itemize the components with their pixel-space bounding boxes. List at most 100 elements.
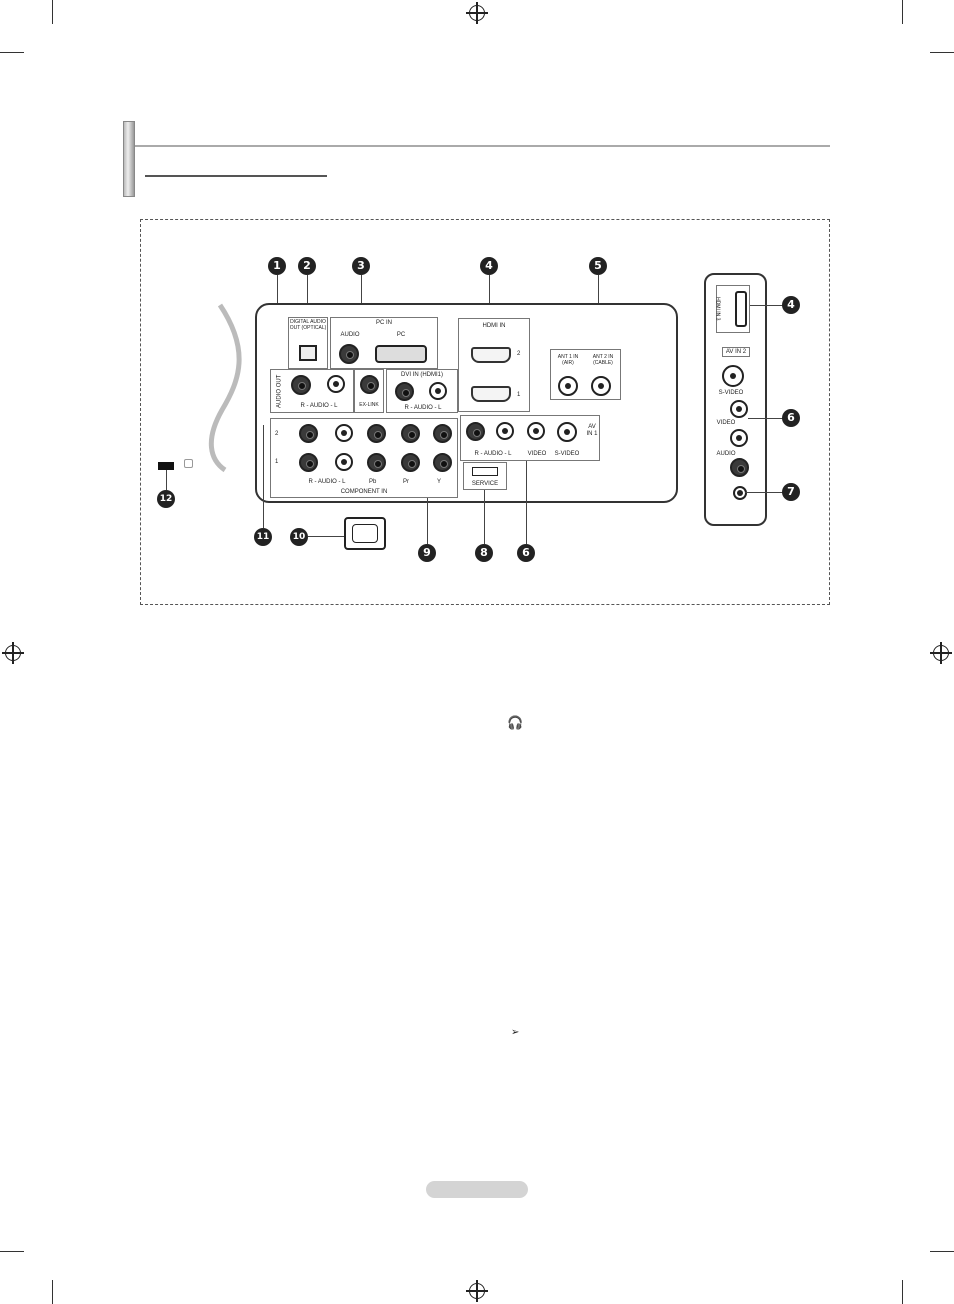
pc-label: PC <box>396 332 406 338</box>
hdmi3-box: HDMI IN 3 <box>714 285 750 333</box>
crop-mark <box>902 0 903 24</box>
y-label: Y <box>437 479 442 485</box>
headphone-jack[interactable] <box>733 486 747 500</box>
av-in-2-label-box: AV IN 2 <box>722 347 750 357</box>
digital-audio-out-label: DIGITAL AUDIO OUT (OPTICAL) <box>289 319 327 331</box>
av1-r-jack[interactable] <box>466 422 485 441</box>
dvi-in-label: DVI IN (HDMI1) <box>401 372 443 378</box>
av1-svideo-jack[interactable] <box>557 422 577 442</box>
callout-4: 4 <box>480 257 498 275</box>
callout-7-side: 7 <box>782 483 800 501</box>
ex-link-jack[interactable] <box>360 375 379 394</box>
service-port[interactable] <box>472 467 498 476</box>
antenna-box: ANT 1 IN (AIR) ANT 2 IN (CABLE) <box>550 349 621 400</box>
hdmi-2-port[interactable] <box>471 347 511 363</box>
leader-line <box>750 305 783 306</box>
ant1-jack[interactable] <box>558 376 578 396</box>
comp1-y-jack[interactable] <box>433 453 452 472</box>
crop-mark <box>0 52 24 53</box>
vga-port[interactable] <box>375 345 427 363</box>
side-audio-l-jack[interactable] <box>730 429 748 447</box>
side-video-label: VIDEO <box>716 420 736 426</box>
dvi-r-jack[interactable] <box>395 382 414 401</box>
registration-mark-icon <box>2 642 24 664</box>
leader-line <box>489 275 490 318</box>
service-box: SERVICE <box>463 462 507 490</box>
side-panel: HDMI IN 3 AV IN 2 S-VIDEO VIDEO AUDIO <box>704 273 767 526</box>
side-svideo-label: S-VIDEO <box>718 390 744 396</box>
comp1-pr-jack[interactable] <box>401 453 420 472</box>
audio-out-l-jack[interactable] <box>327 375 345 393</box>
leader-line <box>263 425 264 528</box>
hdmi-2-label: 2 <box>517 351 521 357</box>
component-rl-label: R - AUDIO - L <box>308 479 346 485</box>
leader-line <box>307 275 308 317</box>
crop-mark <box>902 1280 903 1304</box>
cable-curve <box>208 303 242 473</box>
comp1-r-jack[interactable] <box>299 453 318 472</box>
comp2-l-jack[interactable] <box>335 424 353 442</box>
crop-mark <box>0 1251 24 1252</box>
hdmi-3-port[interactable] <box>735 291 747 327</box>
optical-port[interactable] <box>299 345 317 361</box>
callout-3: 3 <box>352 257 370 275</box>
callout-10: 10 <box>290 528 308 546</box>
audio-out-r-jack[interactable] <box>291 375 311 395</box>
power-socket[interactable] <box>344 517 386 550</box>
side-video-jack[interactable] <box>730 400 748 418</box>
hdmi-in-label: HDMI IN <box>482 323 506 329</box>
headphone-icon: 🎧 <box>507 716 524 731</box>
av1-l-jack[interactable] <box>496 422 514 440</box>
kensington-slot <box>158 462 174 470</box>
callout-4-side: 4 <box>782 296 800 314</box>
component-in-label: COMPONENT IN <box>340 489 388 495</box>
pb-label: Pb <box>369 479 377 485</box>
page-number-pill <box>426 1181 528 1198</box>
hdmi-in-3-label: HDMI IN 3 <box>714 297 721 321</box>
leader-line <box>361 275 362 305</box>
audio-out-rl-label: R - AUDIO - L <box>300 403 338 409</box>
service-label: SERVICE <box>471 481 499 487</box>
pc-audio-jack[interactable] <box>339 344 359 364</box>
ant1-label: ANT 1 IN (AIR) <box>557 354 579 366</box>
av1-video-label: VIDEO <box>527 451 547 457</box>
side-audio-r-jack[interactable] <box>730 458 749 477</box>
registration-mark-icon <box>466 2 488 24</box>
av1-video-jack[interactable] <box>527 422 545 440</box>
comp2-pr-jack[interactable] <box>401 424 420 443</box>
side-audio-label: AUDIO <box>716 451 736 457</box>
dvi-l-jack[interactable] <box>429 382 447 400</box>
ant2-label: ANT 2 IN (CABLE) <box>592 354 614 366</box>
comp1-l-jack[interactable] <box>335 453 353 471</box>
comp2-r-jack[interactable] <box>299 424 318 443</box>
component-row2-label: 2 <box>275 431 279 437</box>
side-svideo-jack[interactable] <box>722 365 744 387</box>
av1-svideo-label: S-VIDEO <box>554 451 580 457</box>
callout-5: 5 <box>589 257 607 275</box>
leader-line <box>166 470 167 490</box>
dvi-rl-label: R - AUDIO - L <box>404 405 442 411</box>
section-title-rule <box>135 145 830 147</box>
crop-mark <box>52 0 53 24</box>
dvi-in-box: DVI IN (HDMI1) R - AUDIO - L <box>386 369 458 413</box>
av-in-2-label: AV IN 2 <box>725 349 747 355</box>
ant2-jack[interactable] <box>591 376 611 396</box>
component-row1-label: 1 <box>275 459 279 465</box>
crop-mark <box>930 1251 954 1252</box>
comp2-pb-jack[interactable] <box>367 424 386 443</box>
ex-link-box: EX-LINK <box>354 369 384 413</box>
callout-8: 8 <box>475 544 493 562</box>
hdmi-in-box: HDMI IN 2 1 <box>458 318 530 412</box>
comp1-pb-jack[interactable] <box>367 453 386 472</box>
comp2-y-jack[interactable] <box>433 424 452 443</box>
callout-11: 11 <box>254 528 272 546</box>
lock-icon <box>184 459 193 468</box>
callout-6: 6 <box>517 544 535 562</box>
registration-mark-icon <box>466 1280 488 1302</box>
hdmi-1-port[interactable] <box>471 386 511 402</box>
callout-2: 2 <box>298 257 316 275</box>
audio-out-label: AUDIO OUT <box>276 374 283 408</box>
pc-audio-label: AUDIO <box>340 332 360 338</box>
pr-label: Pr <box>403 479 409 485</box>
section-title-bar <box>123 121 135 197</box>
